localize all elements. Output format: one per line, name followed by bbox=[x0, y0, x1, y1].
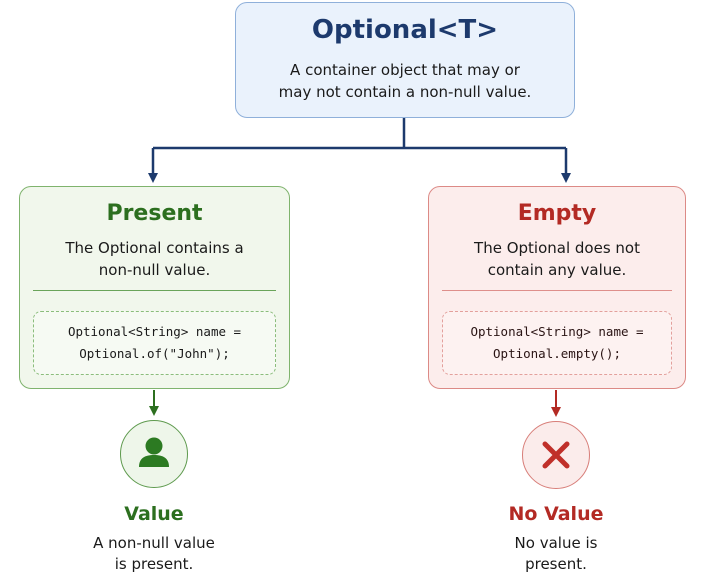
value-description-line-1: A non-null value bbox=[93, 534, 215, 552]
novalue-description: No value is present. bbox=[456, 533, 656, 575]
value-circle bbox=[120, 420, 188, 488]
present-divider bbox=[33, 290, 276, 291]
empty-code-line-2: Optional.empty(); bbox=[493, 346, 621, 361]
root-to-branches-connector bbox=[148, 118, 571, 183]
x-icon bbox=[542, 441, 569, 468]
present-description: The Optional contains a non-null value. bbox=[32, 237, 277, 281]
empty-description-line-2: contain any value. bbox=[487, 261, 627, 279]
value-description: A non-null value is present. bbox=[54, 533, 254, 575]
root-description-line-1: A container object that may or bbox=[290, 61, 520, 79]
value-title: Value bbox=[124, 503, 184, 525]
novalue-title: No Value bbox=[508, 503, 604, 525]
present-description-line-1: The Optional contains a bbox=[65, 239, 244, 257]
empty-box: Empty The Optional does not contain any … bbox=[428, 186, 686, 389]
root-description: A container object that may or may not c… bbox=[256, 59, 554, 103]
root-description-line-2: may not contain a non-null value. bbox=[278, 83, 532, 101]
present-title: Present bbox=[106, 201, 203, 226]
root-title: Optional<T> bbox=[311, 15, 499, 45]
present-description-line-2: non-null value. bbox=[98, 261, 211, 279]
optional-root-box: Optional<T> A container object that may … bbox=[235, 2, 575, 118]
empty-title: Empty bbox=[517, 201, 597, 226]
present-code-line-2: Optional.of("John"); bbox=[79, 346, 230, 361]
empty-code-line-1: Optional<String> name = bbox=[470, 324, 644, 339]
empty-code-snippet: Optional<String> name = Optional.empty()… bbox=[442, 311, 672, 375]
present-code-snippet: Optional<String> name = Optional.of("Joh… bbox=[33, 311, 276, 375]
person-icon bbox=[138, 437, 169, 467]
novalue-description-line-2: present. bbox=[525, 555, 587, 573]
novalue-circle bbox=[522, 421, 590, 489]
empty-description: The Optional does not contain any value. bbox=[441, 237, 673, 281]
novalue-description-line-1: No value is bbox=[514, 534, 598, 552]
value-description-line-2: is present. bbox=[114, 555, 194, 573]
present-box: Present The Optional contains a non-null… bbox=[19, 186, 290, 389]
empty-divider bbox=[442, 290, 672, 291]
present-code-line-1: Optional<String> name = bbox=[67, 324, 242, 339]
empty-description-line-1: The Optional does not bbox=[474, 239, 640, 257]
